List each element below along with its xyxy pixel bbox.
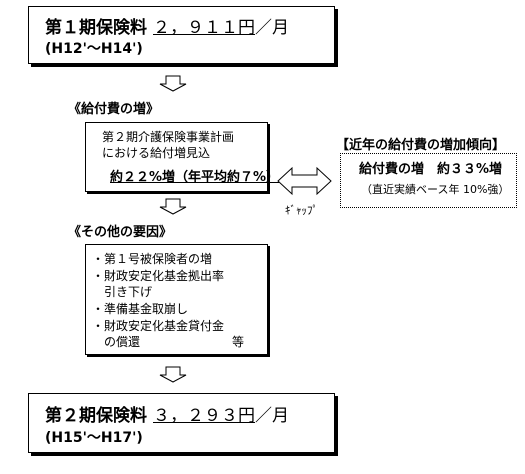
other-factors-header: 《その他の要因》 bbox=[68, 225, 173, 240]
trend-line-1: 給付費の増 約３３%増 bbox=[359, 162, 503, 177]
factor-item-3: ・準備基金取崩し bbox=[92, 302, 189, 316]
first-period-box: 第１期保険料 ２，９１１円／月 (H12'～H14') bbox=[28, 6, 335, 64]
double-arrow-icon bbox=[277, 166, 332, 196]
down-arrow-1 bbox=[159, 75, 187, 92]
factor-item-1: ・第１号被保険者の増 bbox=[92, 252, 213, 266]
first-period-label: 第１期保険料 bbox=[45, 18, 147, 38]
benefit-increase-box: 第２期介護保険事業計画 における給付増見込 約２２%増（年平均約７%） bbox=[85, 122, 279, 192]
factor-etc: 等 bbox=[232, 335, 245, 349]
down-arrow-2 bbox=[159, 198, 187, 215]
recent-trend-header: 【近年の給付費の増加傾向】 bbox=[336, 138, 506, 153]
factor-item-2-cont: 引き下げ bbox=[104, 285, 153, 299]
first-period-fee: 第１期保険料 ２，９１１円／月 bbox=[45, 13, 289, 38]
other-factors-box: ・第１号被保険者の増 ・財政安定化基金拠出率 引き下げ ・準備基金取崩し ・財政… bbox=[85, 244, 268, 355]
gap-label: ｷﾞｬｯﾌﾟ bbox=[285, 204, 318, 217]
benefit-line-2: における給付増見込 bbox=[102, 146, 211, 160]
second-period-label: 第２期保険料 bbox=[45, 406, 147, 426]
second-period-years: (H15'～H17') bbox=[45, 430, 143, 446]
trend-line-2: （直近実績ベース年 10%強） bbox=[361, 183, 510, 196]
second-period-amount: ３，２９３円 bbox=[153, 406, 255, 426]
factor-item-2: ・財政安定化基金拠出率 bbox=[92, 269, 225, 283]
down-arrow-3 bbox=[159, 366, 187, 383]
factor-item-4: ・財政安定化基金貸付金 bbox=[92, 319, 225, 333]
second-period-unit: ／月 bbox=[255, 406, 289, 426]
benefit-line-1: 第２期介護保険事業計画 bbox=[102, 130, 235, 144]
first-period-unit: ／月 bbox=[255, 18, 289, 38]
first-period-years: (H12'～H14') bbox=[45, 41, 143, 57]
second-period-box: 第２期保険料 ３，２９３円／月 (H15'～H17') bbox=[28, 393, 335, 453]
second-period-fee: 第２期保険料 ３，２９３円／月 bbox=[45, 401, 289, 426]
first-period-amount: ２，９１１円 bbox=[153, 18, 255, 38]
benefit-highlight: 約２２%増（年平均約７%） bbox=[110, 170, 280, 185]
factor-item-4-cont: の償還 bbox=[104, 335, 141, 349]
benefit-increase-header: 《給付費の増》 bbox=[68, 102, 160, 117]
recent-trend-box: 給付費の増 約３３%増 （直近実績ベース年 10%強） bbox=[340, 153, 517, 208]
